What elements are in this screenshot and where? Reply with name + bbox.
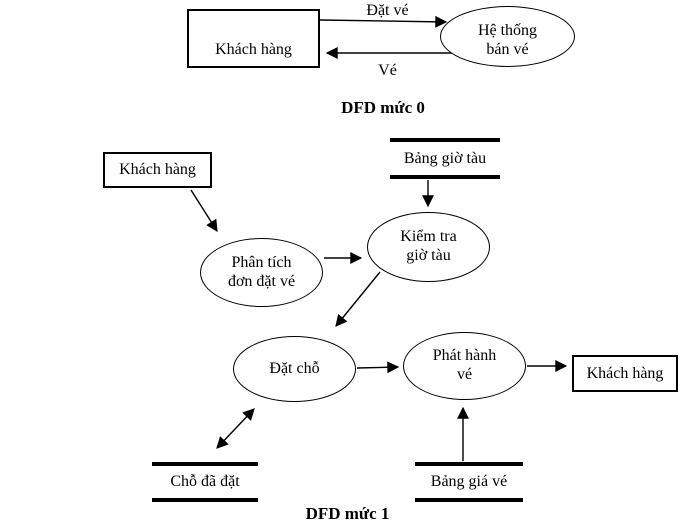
process-check-timetable-label-line2: giờ tàu [406,247,451,264]
flow-label-order: Đặt vé [366,2,409,19]
external-entity-customer-l0-label: Khách hàng [215,41,292,58]
data-store-price-table: Bảng giá vé [415,462,523,502]
arrow-customer-to-analyze [190,189,218,233]
data-store-timetable-top-bar [390,138,500,142]
process-ticket-system-label-line2: bán vé [486,41,529,58]
process-issue-ticket-label-line1: Phát hành [432,347,497,365]
external-entity-customer-l0: Khách hàng [187,9,320,68]
data-store-timetable: Bảng giờ tàu [390,138,500,179]
data-store-booked-seats-label: Chỗ đã đặt [170,473,240,490]
process-book-seat-label: Đặt chỗ [269,359,320,377]
data-store-price-table-bottom-bar [415,498,523,502]
arrow-book-to-issue [356,361,400,374]
external-entity-customer-source: Khách hàng [103,152,212,188]
process-analyze-order: Phân tích đơn đặt vé [200,238,323,307]
external-entity-customer-sink: Khách hàng [572,355,678,392]
caption-dfd-level-0: DFD mức 0 [341,98,425,117]
arrow-book-bookedseats-bidirectional [216,408,255,449]
data-store-timetable-bottom-bar [390,175,500,179]
arrow-check-to-book [335,271,381,327]
data-store-timetable-label: Bảng giờ tàu [403,149,487,167]
process-ticket-system-label-line1: Hệ thống [477,22,538,40]
flow-label-ticket: Vé [378,62,397,79]
process-check-timetable-label-line1: Kiểm tra [400,228,457,246]
arrow-order-flow [319,15,448,28]
process-analyze-order-label-line1: Phân tích [231,253,292,271]
process-issue-ticket-label-line2: vé [456,366,473,383]
process-issue-ticket: Phát hành vé [403,332,526,400]
caption-dfd-level-1: DFD mức 1 [305,504,390,523]
process-ticket-system: Hệ thống bán vé [440,6,575,67]
external-entity-customer-source-label: Khách hàng [119,161,196,178]
process-check-timetable: Kiểm tra giờ tàu [367,212,490,282]
data-store-booked-seats-top-bar [152,462,258,466]
external-entity-customer-sink-label: Khách hàng [586,364,664,382]
data-store-booked-seats-bottom-bar [152,498,258,502]
data-store-booked-seats: Chỗ đã đặt [152,462,258,502]
process-book-seat: Đặt chỗ [233,336,356,402]
process-analyze-order-label-line2: đơn đặt vé [227,272,296,290]
data-store-price-table-label: Bảng giá vé [430,473,508,490]
data-store-price-table-top-bar [415,462,523,466]
